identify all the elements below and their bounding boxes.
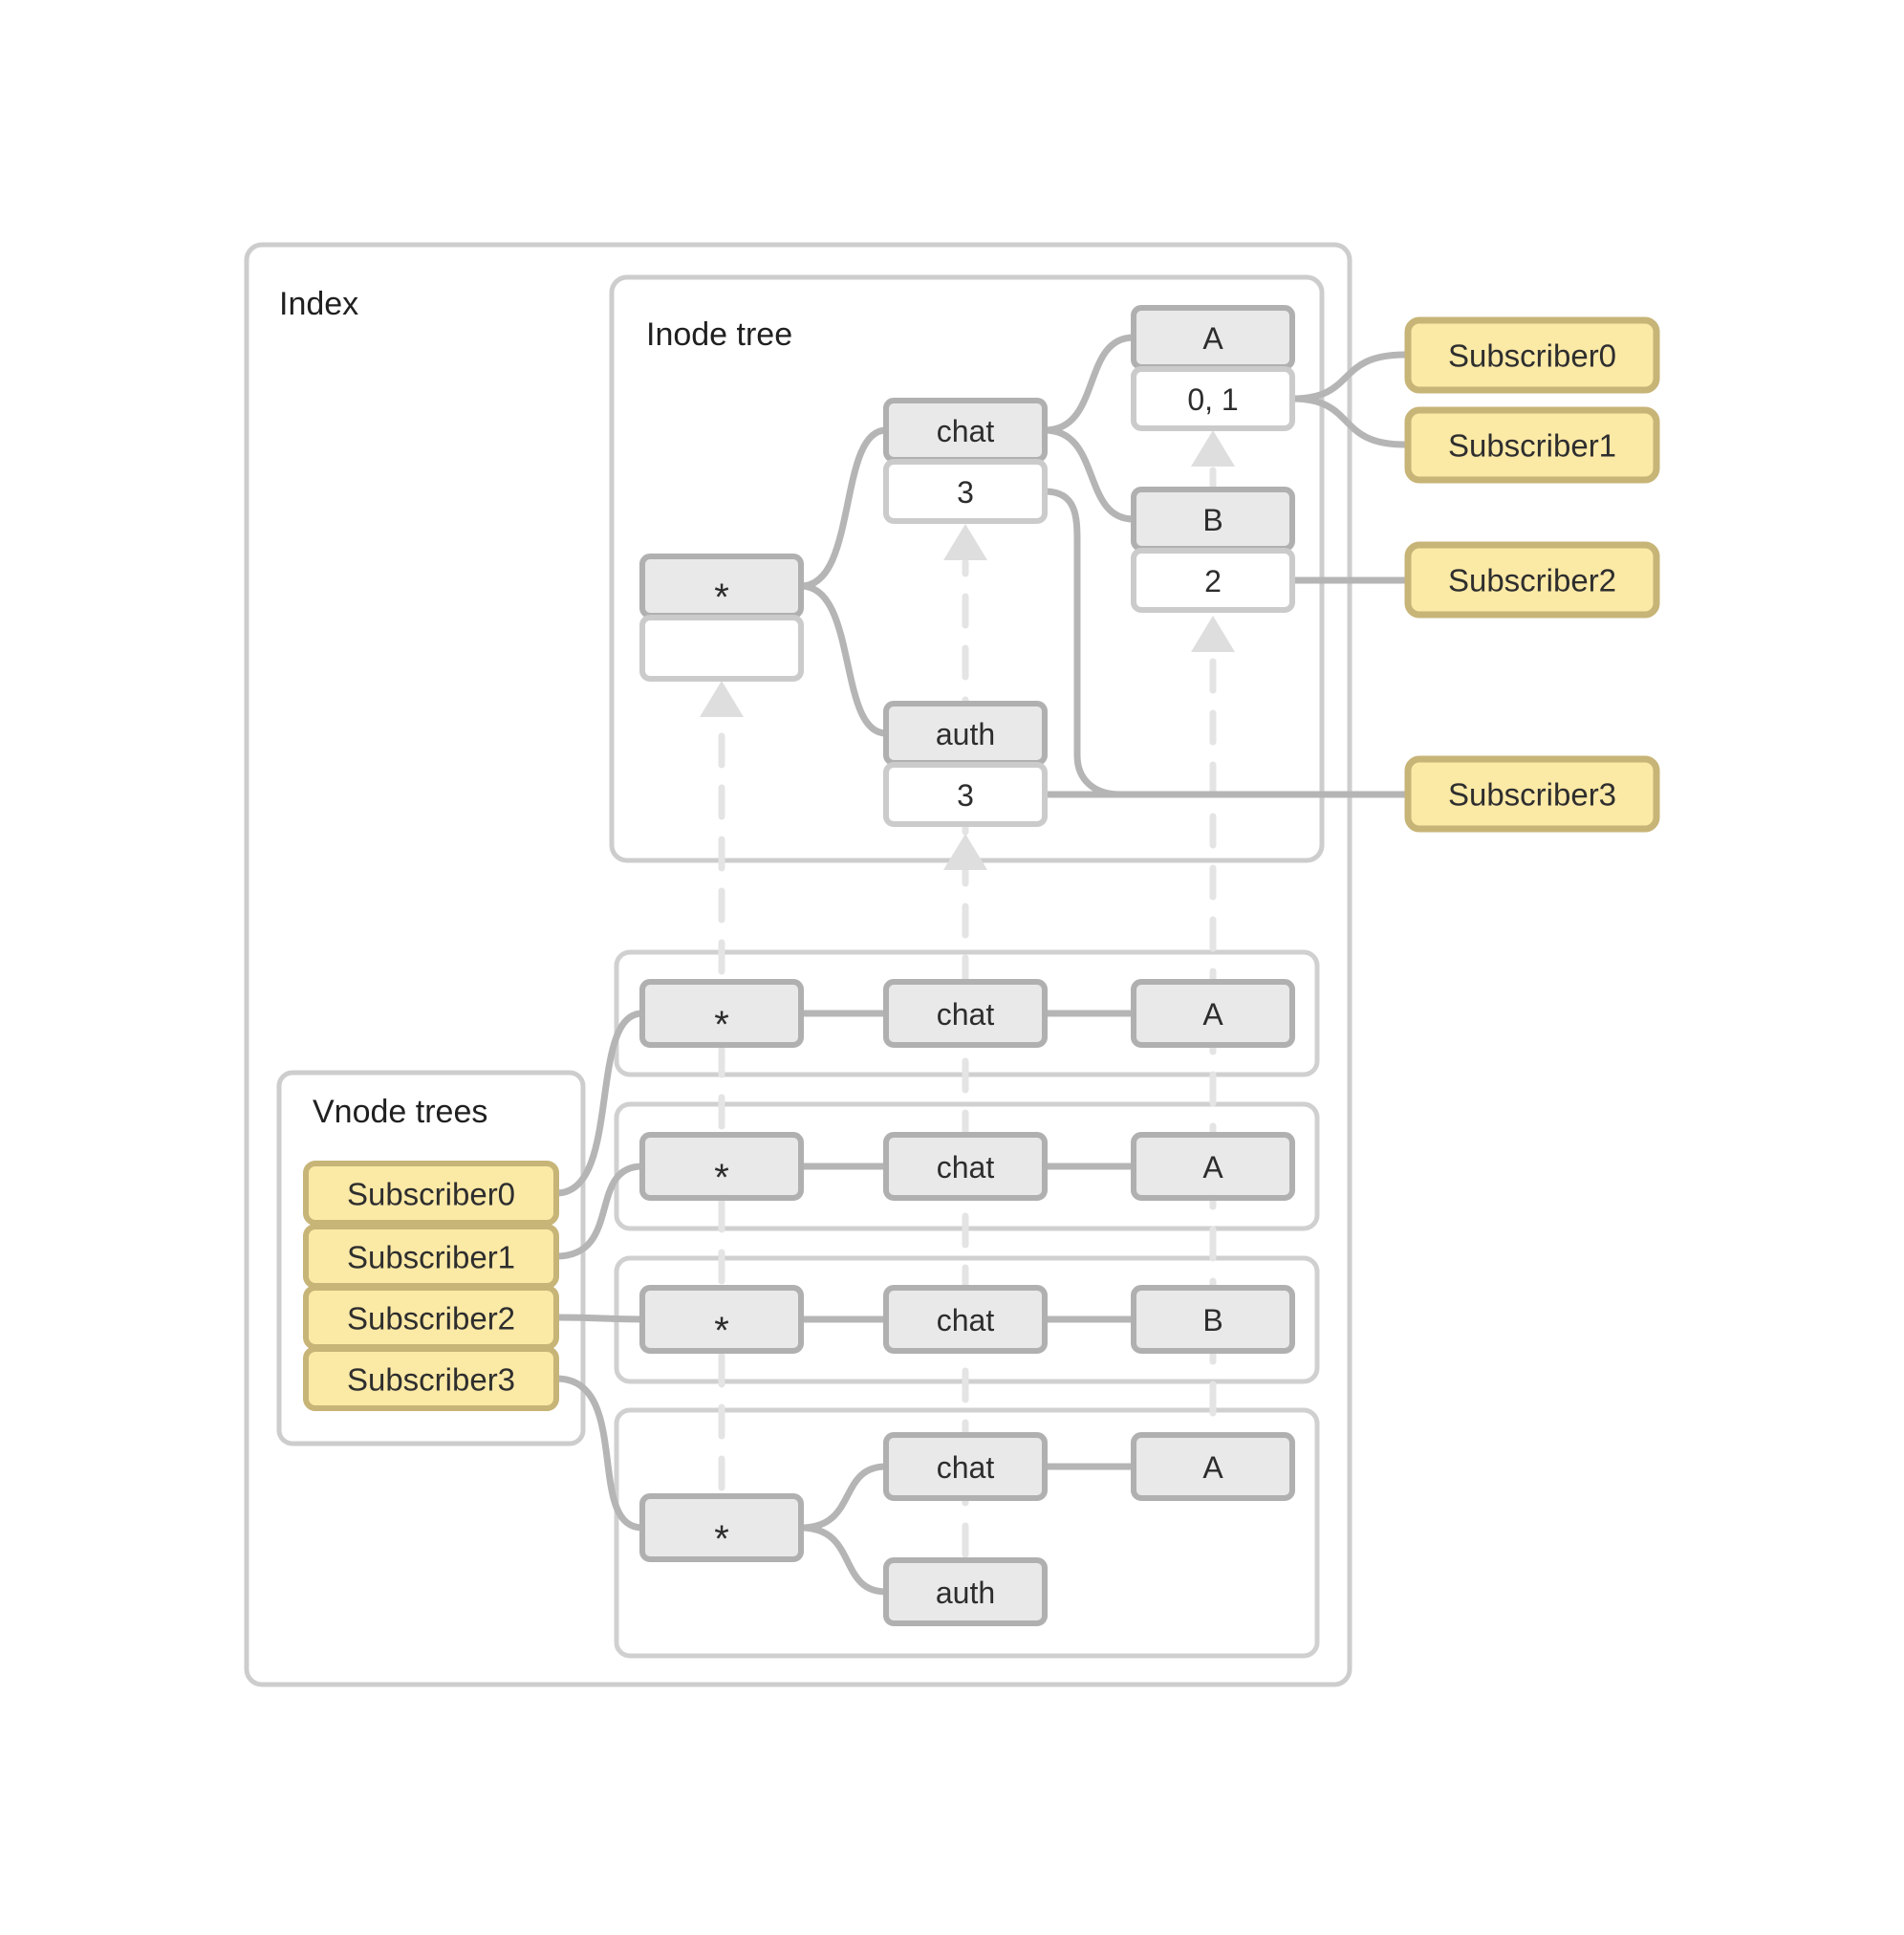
up-arrow-icon-chat — [943, 524, 987, 560]
row1-chat-node — [883, 979, 1048, 1048]
edge-chat3-to-subscriber3 — [1041, 488, 1124, 798]
inode-node-b: B 2 — [1131, 487, 1295, 613]
row3-chat-label: chat — [937, 1303, 995, 1337]
inode-node-chat: chat 3 — [883, 398, 1048, 524]
subscriber3-left-rect — [303, 1346, 559, 1411]
subscriber0-left-label: Subscriber0 — [347, 1177, 515, 1212]
subscriber2-right-rect — [1404, 541, 1660, 619]
subscriber2-left-label: Subscriber2 — [347, 1301, 515, 1337]
inode-node-auth: auth 3 — [883, 701, 1048, 827]
row2-a-label: A — [1202, 1150, 1223, 1185]
vnode-row-1: * chat A — [639, 979, 1295, 1048]
row2-chat-node — [883, 1132, 1048, 1201]
row4-chat-label: chat — [937, 1450, 995, 1485]
inode-node-a: A 0, 1 — [1131, 305, 1295, 431]
edge-chat-to-a — [1041, 334, 1137, 434]
row1-a-label: A — [1202, 997, 1223, 1032]
row4-star-label: * — [714, 1518, 729, 1560]
row2-star-node — [639, 1132, 804, 1201]
inode-chat-key: chat — [937, 414, 995, 448]
subscriber-box-right-0: Subscriber0 — [1404, 316, 1660, 394]
row4-a-label: A — [1202, 1450, 1223, 1485]
inode-chat-value: 3 — [957, 475, 974, 510]
row1-a-node — [1131, 979, 1295, 1048]
subscriber1-right-rect — [1404, 406, 1660, 484]
edge-star-to-auth — [797, 582, 890, 737]
subscriber2-right-label: Subscriber2 — [1448, 563, 1616, 598]
subscriber-list-item-2: Subscriber2 — [303, 1285, 559, 1350]
row3-b-node — [1131, 1285, 1295, 1354]
edge-chat-to-b — [1041, 426, 1137, 523]
subscriber3-right-label: Subscriber3 — [1448, 777, 1616, 813]
row2-chat-label: chat — [937, 1150, 995, 1185]
up-arrow-icon-star — [700, 681, 744, 717]
inode-b-key: B — [1202, 503, 1222, 537]
edge-star-to-chat — [797, 426, 890, 590]
edge-row4-star-auth — [797, 1524, 890, 1596]
subscriber3-left-label: Subscriber3 — [347, 1362, 515, 1398]
row1-chat-label: chat — [937, 997, 995, 1032]
row4-star-node — [639, 1493, 804, 1562]
subscriber-list-item-3: Subscriber3 — [303, 1346, 559, 1411]
inode-tree-label: Inode tree — [646, 316, 792, 353]
inode-b-value: 2 — [1204, 564, 1222, 598]
inode-a-key: A — [1202, 321, 1223, 356]
index-container — [244, 242, 1352, 1687]
vnode-row-4-box — [614, 1407, 1320, 1659]
subscriber-box-right-2: Subscriber2 — [1404, 541, 1660, 619]
edge-row4-star-chat — [797, 1463, 890, 1532]
row4-a-node — [1131, 1432, 1295, 1501]
subscriber0-left-rect — [303, 1161, 559, 1226]
row3-b-label: B — [1202, 1303, 1222, 1337]
edge-subscriber1-to-row2 — [552, 1163, 646, 1260]
vnode-row-4: * chat auth A — [639, 1432, 1295, 1626]
subscriber-list-item-1: Subscriber1 — [303, 1224, 559, 1289]
vnode-row-2: * chat A — [639, 1132, 1295, 1201]
edge-a01-to-subscriber0 — [1288, 351, 1409, 402]
vnode-trees-container — [276, 1070, 586, 1446]
subscriber0-right-label: Subscriber0 — [1448, 338, 1616, 374]
row3-star-node — [639, 1285, 804, 1354]
up-arrow-icon-a — [1191, 430, 1235, 467]
subscriber0-right-rect — [1404, 316, 1660, 394]
row3-star-label: * — [714, 1310, 729, 1352]
inode-b-body — [1131, 548, 1295, 613]
inode-star-body — [639, 615, 804, 682]
subscriber1-right-label: Subscriber1 — [1448, 428, 1616, 464]
edge-subscriber3-to-row4 — [552, 1375, 646, 1532]
subscriber-list-item-0: Subscriber0 — [303, 1161, 559, 1226]
row1-star-label: * — [714, 1004, 729, 1046]
inode-auth-body — [883, 762, 1048, 827]
subscriber-box-right-3: Subscriber3 — [1404, 755, 1660, 833]
row4-auth-label: auth — [936, 1576, 995, 1610]
inode-star-key: * — [714, 576, 729, 619]
row4-auth-node — [883, 1557, 1048, 1626]
inode-auth-value: 3 — [957, 778, 974, 813]
row4-chat-node — [883, 1432, 1048, 1501]
vnode-row-3: * chat B — [639, 1285, 1295, 1354]
up-arrow-icon-b — [1191, 616, 1235, 652]
row1-star-node — [639, 979, 804, 1048]
edge-subscriber2-to-row3 — [552, 1314, 646, 1323]
edge-a01-to-subscriber1 — [1288, 395, 1409, 448]
row2-star-label: * — [714, 1157, 729, 1199]
inode-a-body — [1131, 366, 1295, 431]
vnode-trees-label: Vnode trees — [313, 1094, 487, 1130]
inode-auth-key: auth — [936, 717, 995, 751]
row3-chat-node — [883, 1285, 1048, 1354]
index-label: Index — [279, 286, 358, 322]
up-arrow-icon-auth — [943, 834, 987, 870]
subscriber1-left-label: Subscriber1 — [347, 1240, 515, 1275]
inode-chat-body — [883, 459, 1048, 524]
subscriber-box-right-1: Subscriber1 — [1404, 406, 1660, 484]
subscriber3-right-rect — [1404, 755, 1660, 833]
inode-node-star: * — [639, 554, 804, 682]
inode-a-value: 0, 1 — [1187, 382, 1238, 417]
edge-subscriber0-to-row1 — [552, 1010, 646, 1197]
row2-a-node — [1131, 1132, 1295, 1201]
